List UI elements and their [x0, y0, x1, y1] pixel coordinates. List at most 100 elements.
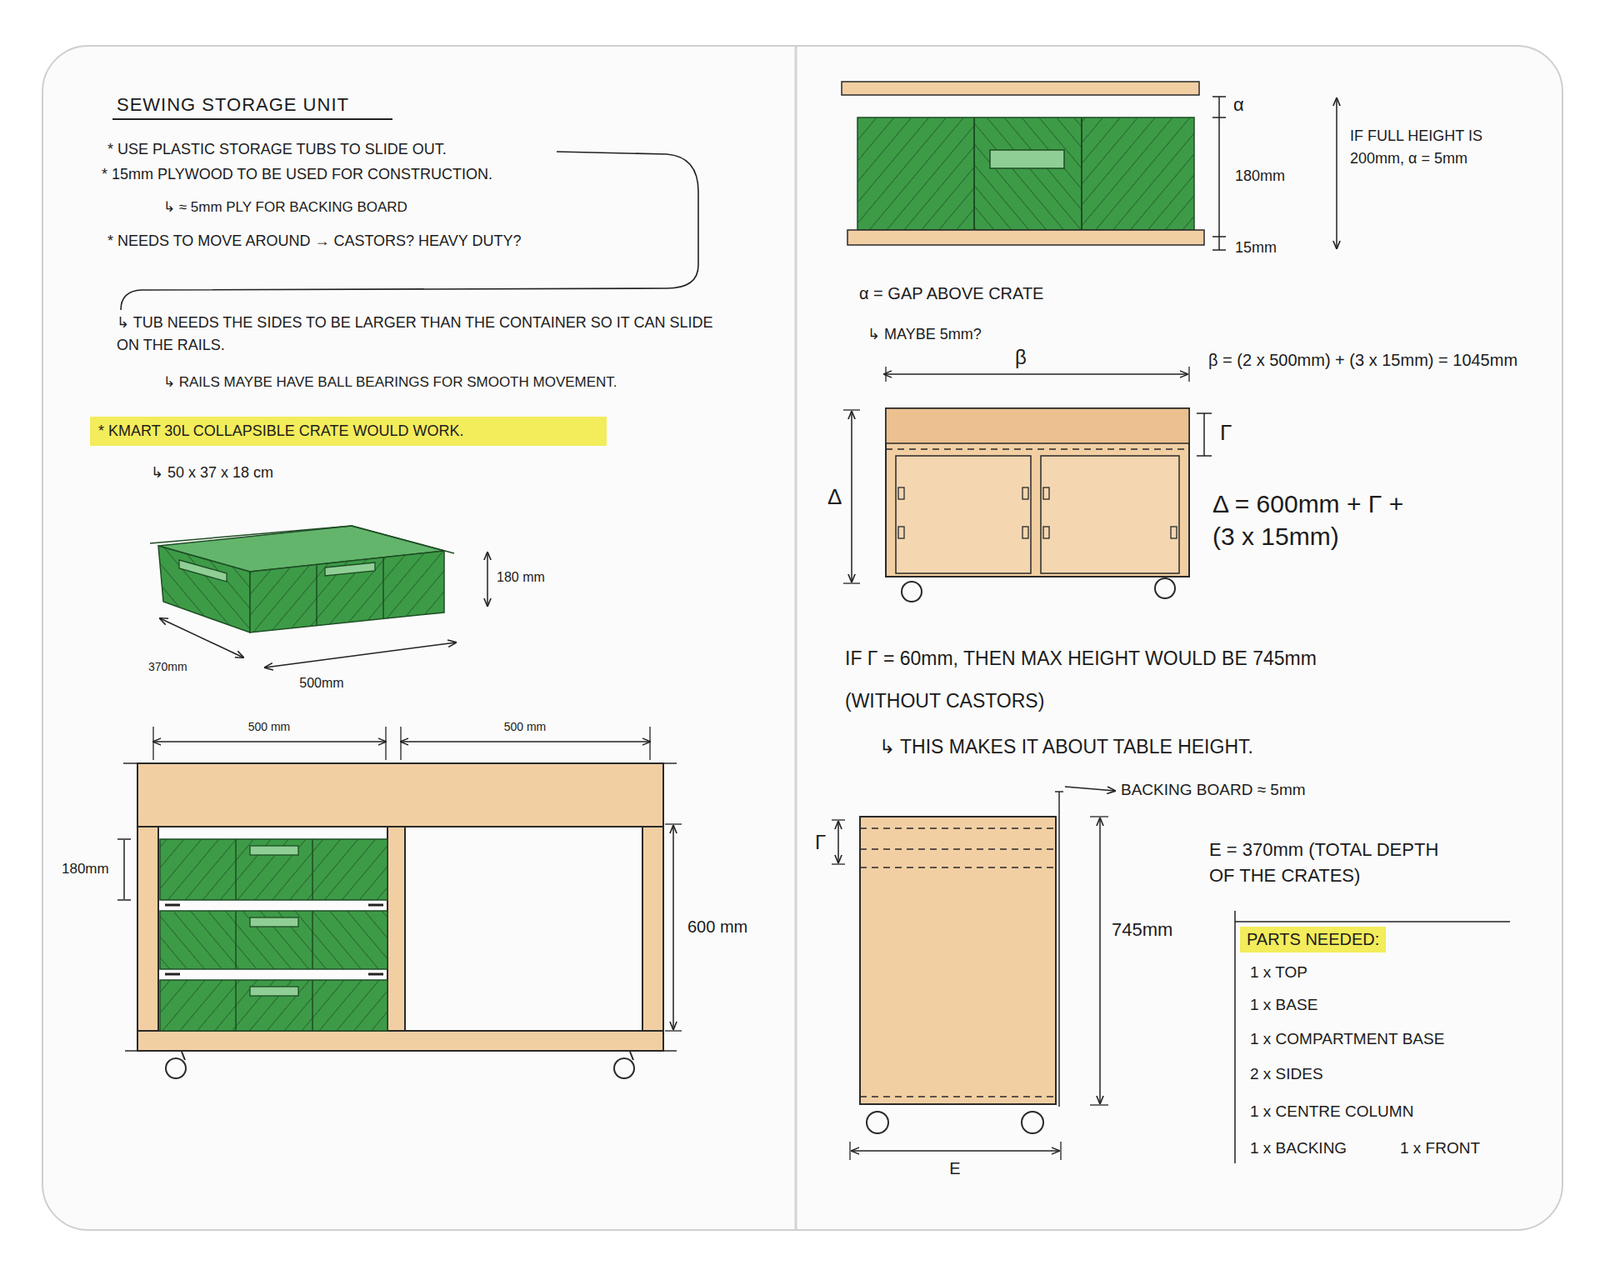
dimension-tick — [385, 726, 386, 760]
crate-hatch — [1081, 117, 1195, 230]
greek-symbol: Δ — [827, 483, 842, 511]
title-underline — [112, 118, 393, 120]
list-heading: PARTS NEEDED: — [1240, 926, 1386, 953]
leader-arrow — [1065, 786, 1115, 791]
rail — [165, 904, 180, 907]
dimension-arrow — [850, 411, 853, 582]
side-panel — [137, 826, 159, 1051]
dimension-tick — [1090, 815, 1109, 817]
highlighted-note: * KMART 30L COLLAPSIBLE CRATE WOULD WORK… — [90, 416, 607, 446]
dimension-tick — [1212, 249, 1226, 251]
dimension-label: 745mm — [1111, 918, 1173, 942]
crate-divider — [1080, 117, 1083, 230]
clip — [1022, 487, 1029, 500]
clip — [1022, 526, 1029, 539]
crate-rim — [150, 525, 455, 554]
note: BACKING BOARD ≈ 5mm — [1120, 780, 1306, 800]
dimension-arrow — [160, 618, 244, 658]
dimension-label: 180mm — [61, 860, 110, 878]
formula: β = (2 x 500mm) + (3 x 15mm) = 1045mm — [1208, 350, 1518, 371]
dimension-arrow — [1335, 98, 1338, 249]
parts-item: 1 x COMPARTMENT BASE — [1250, 1029, 1445, 1050]
crate — [160, 910, 388, 970]
dimension-tick — [1196, 412, 1212, 415]
crate-divider — [235, 839, 237, 900]
crate-divider — [311, 980, 314, 1031]
dimension-label: 180 mm — [496, 569, 545, 586]
dimension-tick — [843, 582, 860, 584]
castor — [614, 1058, 635, 1079]
note: * NEEDS TO MOVE AROUND → CASTORS? HEAVY … — [107, 231, 521, 251]
clip — [898, 487, 905, 500]
crate-hatch — [160, 910, 388, 970]
cabinet-front-elevation — [843, 366, 1212, 602]
dimension-tick — [831, 863, 845, 865]
dimension-arrow — [884, 373, 1188, 375]
castor — [901, 581, 922, 602]
castor — [1155, 578, 1175, 599]
note: IF FULL HEIGHT IS 200mm, α = 5mm — [1350, 125, 1496, 170]
dimension-tick — [843, 409, 860, 410]
dimension-tick — [1055, 790, 1064, 793]
iso-crate — [150, 525, 455, 633]
crate-handle — [325, 562, 375, 576]
cabinet-outline — [885, 408, 1190, 577]
side-panel — [642, 826, 664, 1051]
crate-hatch — [857, 117, 975, 230]
top-board — [841, 81, 1200, 95]
dimension-label: 180mm — [1235, 166, 1285, 186]
greek-symbol: Γ — [815, 830, 826, 855]
dimension-tick — [117, 899, 131, 901]
hidden-line — [860, 1095, 1056, 1097]
castor — [165, 1058, 186, 1079]
dimension-label: 500 mm — [248, 720, 291, 735]
dimension-tick — [1196, 455, 1212, 457]
crate-divider — [235, 910, 237, 970]
list-bracket — [1235, 920, 1510, 923]
dimension-label: 600 mm — [687, 916, 748, 938]
crate-divider — [311, 910, 314, 970]
dimension-arrow — [486, 552, 489, 606]
castor — [866, 1111, 889, 1134]
dimension-arrow — [837, 821, 840, 863]
formula: Δ = 600mm + Γ + (3 x 15mm) — [1212, 487, 1430, 553]
crate-divider — [382, 557, 385, 620]
crate-divider — [315, 564, 318, 626]
castor-mount — [630, 1051, 634, 1060]
note: ↳ THIS MAKES IT ABOUT TABLE HEIGHT. — [879, 735, 1254, 760]
hidden-line — [885, 448, 1190, 450]
dimension-tick — [1212, 235, 1226, 238]
base-panel — [137, 1030, 664, 1051]
dimension-arrow — [153, 740, 386, 743]
dimension-arrow — [851, 1150, 1060, 1152]
greek-symbol: Γ — [1220, 419, 1232, 447]
crate-divider — [311, 839, 314, 900]
castor-mount — [181, 1051, 185, 1060]
dimension-line — [123, 840, 125, 900]
crate-divider — [973, 117, 975, 230]
notebook-spine — [795, 46, 798, 1230]
dimension-line — [1203, 413, 1205, 456]
greek-symbol: β — [1015, 345, 1027, 370]
parts-item: 1 x FRONT — [1400, 1138, 1480, 1159]
dimension-tick — [665, 1030, 682, 1031]
crate-handle — [250, 917, 299, 927]
parts-item: 1 x TOP — [1250, 962, 1308, 983]
top-panel — [137, 763, 664, 827]
clip — [1043, 487, 1050, 500]
dimension-tick — [885, 366, 886, 382]
dimension-tick — [400, 726, 401, 760]
side-panel — [860, 816, 1056, 1105]
parts-item: 1 x CENTRE COLUMN — [1250, 1101, 1414, 1122]
dimension-label: 500 mm — [504, 720, 547, 735]
note: IF Γ = 60mm, THEN MAX HEIGHT WOULD BE 74… — [845, 637, 1329, 722]
centre-column — [387, 826, 405, 1031]
dimension-tick — [117, 838, 131, 840]
crate-handle — [179, 560, 227, 582]
cabinet-front-view — [123, 763, 677, 1079]
dimension-line — [1218, 96, 1220, 250]
dimension-arrow — [400, 740, 650, 743]
dimension-tick — [1212, 116, 1226, 119]
note: ↳ TUB NEEDS THE SIDES TO BE LARGER THAN … — [116, 311, 717, 357]
